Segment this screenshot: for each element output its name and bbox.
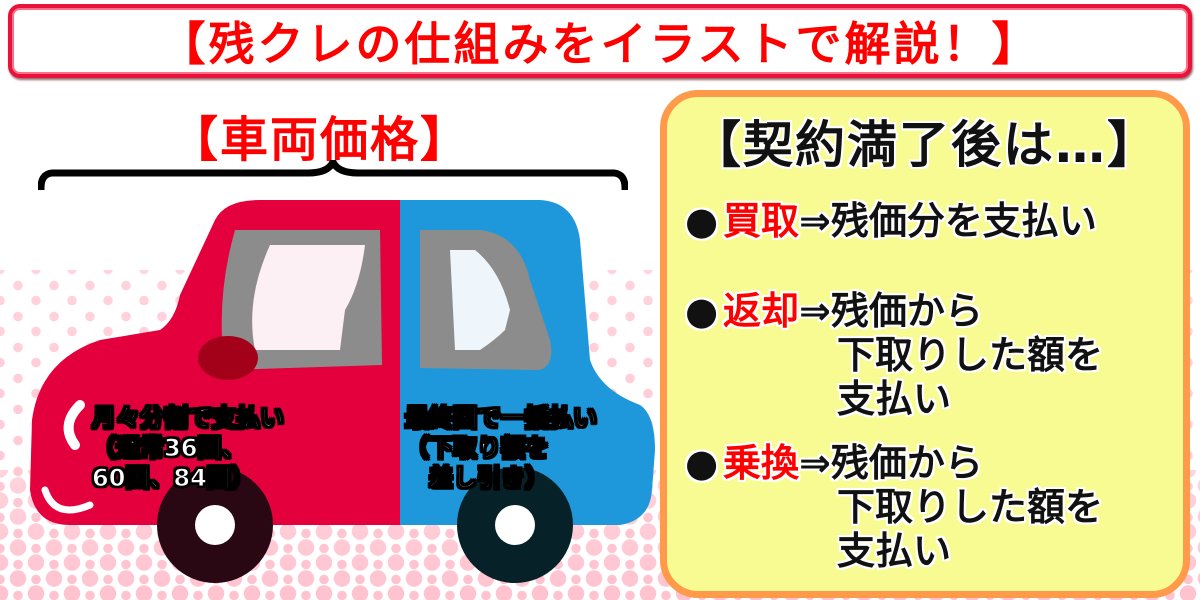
final-payment-line-2: （下取り額を (405, 434, 550, 463)
option-keyword: 返却 (723, 289, 800, 333)
option-line: 支払い (837, 529, 952, 573)
side-mirror (198, 336, 258, 380)
monthly-payment-note: 月々分割で支払い （通常36回、 60回、84回） (91, 403, 285, 493)
option-line: 残価から (830, 441, 983, 485)
arrow-icon: ⇒ (799, 289, 831, 333)
page-title: 【残クレの仕組みをイラストで解説！】 (159, 17, 1041, 71)
option-keyword: 乗換 (723, 441, 800, 485)
after-contract-card: 【契約満了後は…】 ● 買取 ⇒ 残価分を支払い ● 返却 ⇒ 残価から 下取り… (660, 90, 1190, 598)
arrow-icon: ⇒ (799, 441, 831, 485)
option-buyout: ● 買取 ⇒ 残価分を支払い (685, 199, 1097, 243)
option-switch: ● 乗換 ⇒ 残価から 下取りした額を 支払い (685, 441, 1103, 573)
title-banner: 【残クレの仕組みをイラストで解説！】 (8, 4, 1192, 78)
car-illustration (30, 200, 655, 583)
monthly-payment-line-3: 60回、84回） (92, 464, 256, 493)
monthly-payment-line-2: （通常36回、 (91, 434, 246, 463)
arrow-icon: ⇒ (799, 199, 831, 243)
option-line: 支払い (837, 377, 952, 421)
final-payment-line-3: 差し引き） (405, 464, 549, 493)
bullet-icon: ● (685, 289, 719, 333)
final-payment-line-1: 最終回で一括払い (405, 404, 598, 433)
option-line: 残価から (830, 289, 983, 333)
after-contract-title: 【契約満了後は…】 (691, 116, 1159, 174)
option-line: 下取りした額を (837, 485, 1104, 529)
option-line: 残価分を支払い (830, 199, 1097, 243)
bullet-icon: ● (685, 199, 719, 243)
monthly-payment-line-1: 月々分割で支払い (92, 404, 285, 433)
final-payment-note: 最終回で一括払い （下取り額を 差し引き） (405, 403, 598, 493)
curly-brace-icon (38, 160, 628, 190)
option-return: ● 返却 ⇒ 残価から 下取りした額を 支払い (685, 289, 1103, 421)
vehicle-price-label: 【車両価格】 (170, 112, 471, 168)
option-keyword: 買取 (723, 199, 800, 243)
option-line: 下取りした額を (837, 333, 1104, 377)
bullet-icon: ● (685, 441, 719, 485)
